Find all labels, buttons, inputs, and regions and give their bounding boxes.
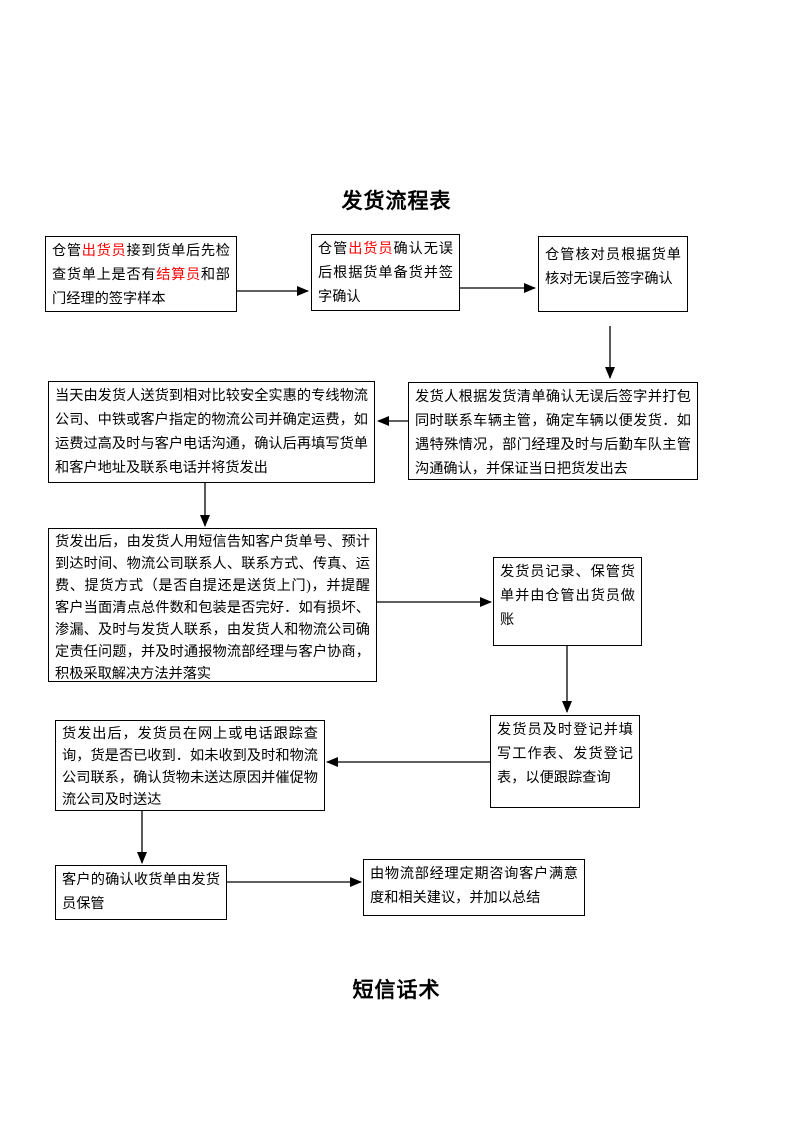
flow-step-4: 发货人根据发货清单确认无误后签字并打包同时联系车辆主管，确定车辆以便发货．如遇特… bbox=[408, 382, 698, 480]
step-11-text: 由物流部经理定期咨询客户满意度和相关建议，并加以总结 bbox=[370, 866, 578, 906]
page-title: 发货流程表 bbox=[341, 189, 452, 213]
step-6-text: 货发出后，由发货人用短信告知客户货单号、预计到达时间、物流公司联系人、联系方式、… bbox=[55, 534, 370, 682]
step-2-text: 确认无误后根据货单备货并签字确认 bbox=[318, 241, 453, 305]
step-2-highlight-chuhuoyuan: 出货员 bbox=[348, 241, 394, 257]
flow-step-5: 当天由发货人送货到相对比较安全实惠的专线物流公司、中铁或客户指定的物流公司并确定… bbox=[48, 381, 375, 483]
step-1-highlight-chuhuoyuan: 出货员 bbox=[81, 243, 127, 259]
flow-step-9: 货发出后，发货员在网上或电话跟踪查询，货是否已收到．如未收到及时和物流公司联系，… bbox=[55, 720, 325, 811]
flow-step-1: 仓管出货员接到货单后先检查货单上是否有结算员和部门经理的签字样本 bbox=[45, 236, 237, 312]
flow-step-6: 货发出后，由发货人用短信告知客户货单号、预计到达时间、物流公司联系人、联系方式、… bbox=[48, 528, 377, 682]
step-8-text: 发货员及时登记并填写工作表、发货登记表，以便跟踪查询 bbox=[497, 722, 633, 786]
section-title-sms: 短信话术 bbox=[352, 978, 441, 1002]
step-1-text: 和部门经理的签字样本 bbox=[52, 267, 230, 307]
flow-step-8: 发货员及时登记并填写工作表、发货登记表，以便跟踪查询 bbox=[490, 715, 640, 808]
step-5-text: 当天由发货人送货到相对比较安全实惠的专线物流公司、中铁或客户指定的物流公司并确定… bbox=[55, 388, 368, 476]
step-1-text: 仓管 bbox=[52, 243, 82, 259]
step-1-text: 接到货单后先检查货单上是否有 bbox=[52, 243, 230, 283]
flow-step-2: 仓管出货员确认无误后根据货单备货并签字确认 bbox=[311, 234, 460, 311]
step-10-text: 客户的确认收货单由发货员保管 bbox=[62, 872, 220, 912]
flow-step-11: 由物流部经理定期咨询客户满意度和相关建议，并加以总结 bbox=[363, 859, 585, 916]
step-7-text: 发货员记录、保管货单并由仓管出货员做账 bbox=[500, 564, 635, 628]
step-4-text: 发货人根据发货清单确认无误后签字并打包同时联系车辆主管，确定车辆以便发货．如遇特… bbox=[415, 389, 691, 477]
flow-step-3: 仓管核对员根据货单核对无误后签字确认 bbox=[538, 236, 688, 312]
step-9-text: 货发出后，发货员在网上或电话跟踪查询，货是否已收到．如未收到及时和物流公司联系，… bbox=[62, 726, 318, 808]
flow-step-7: 发货员记录、保管货单并由仓管出货员做账 bbox=[493, 557, 642, 646]
step-2-text: 仓管 bbox=[318, 241, 349, 257]
step-1-highlight-jiesuanyuan: 结算员 bbox=[156, 267, 201, 283]
flow-step-10: 客户的确认收货单由发货员保管 bbox=[55, 865, 227, 920]
step-3-text: 仓管核对员根据货单核对无误后签字确认 bbox=[545, 247, 681, 287]
